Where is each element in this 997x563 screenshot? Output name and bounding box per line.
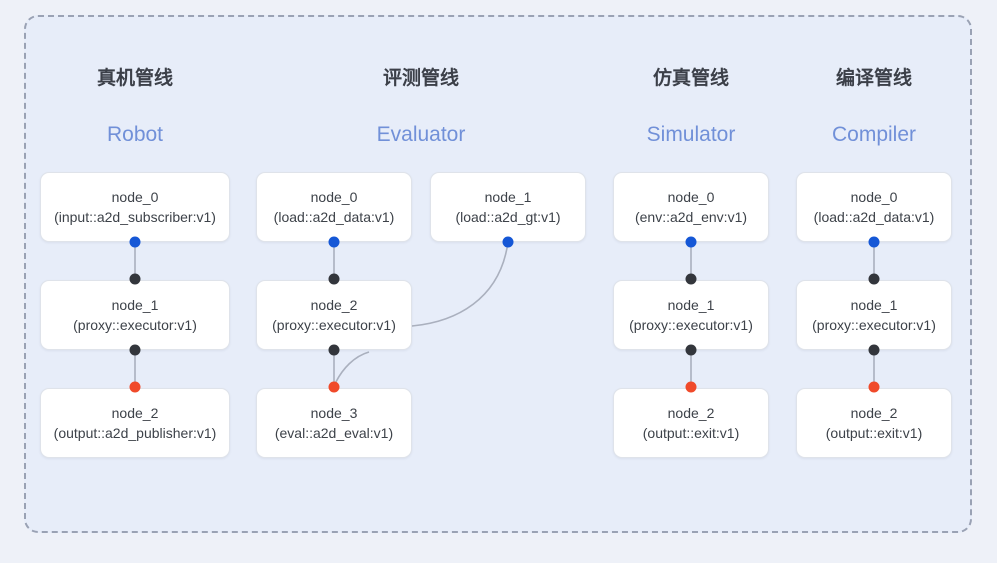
port-output-robot-0[interactable] xyxy=(129,236,141,248)
port-output-compiler-0[interactable] xyxy=(868,236,880,248)
port-input-simulator-1[interactable] xyxy=(685,273,697,285)
column-title-cn-simulator: 仿真管线 xyxy=(652,68,729,89)
node-name: node_2 xyxy=(310,297,358,313)
node-evaluator-1-gt[interactable]: node_1 (load::a2d_gt:v1) xyxy=(430,172,586,242)
node-spec: (load::a2d_gt:v1) xyxy=(455,209,561,225)
column-title-en-compiler: Compiler xyxy=(831,123,917,146)
node-spec: (proxy::executor:v1) xyxy=(629,317,753,333)
node-name: node_1 xyxy=(111,297,159,313)
node-spec: (output::a2d_publisher:v1) xyxy=(53,425,217,441)
node-name: node_0 xyxy=(111,189,159,205)
port-input-compiler-2[interactable] xyxy=(868,381,880,393)
node-spec: (output::exit:v1) xyxy=(642,425,740,441)
node-spec: (env::a2d_env:v1) xyxy=(634,209,748,225)
node-spec: (eval::a2d_eval:v1) xyxy=(274,425,394,441)
node-name: node_3 xyxy=(310,405,358,421)
port-input-compiler-1[interactable] xyxy=(868,273,880,285)
node-name: node_2 xyxy=(111,405,159,421)
node-name: node_2 xyxy=(667,405,715,421)
node-spec: (load::a2d_data:v1) xyxy=(813,209,935,225)
port-output-evaluator-1-gt[interactable] xyxy=(502,236,514,248)
node-spec: (proxy::executor:v1) xyxy=(272,317,396,333)
node-name: node_1 xyxy=(667,297,715,313)
node-robot-1[interactable]: node_1 (proxy::executor:v1) xyxy=(40,280,230,350)
node-compiler-1[interactable]: node_1 (proxy::executor:v1) xyxy=(796,280,952,350)
port-output-evaluator-0[interactable] xyxy=(328,236,340,248)
node-spec: (input::a2d_subscriber:v1) xyxy=(54,209,216,225)
node-name: node_0 xyxy=(667,189,715,205)
port-input-robot-2[interactable] xyxy=(129,381,141,393)
column-title-cn-robot: 真机管线 xyxy=(96,68,173,89)
node-name: node_1 xyxy=(484,189,532,205)
port-output-compiler-1[interactable] xyxy=(868,344,880,356)
node-name: node_1 xyxy=(850,297,898,313)
node-robot-0[interactable]: node_0 (input::a2d_subscriber:v1) xyxy=(40,172,230,242)
column-title-en-simulator: Simulator xyxy=(646,123,736,146)
port-output-simulator-0[interactable] xyxy=(685,236,697,248)
node-compiler-0[interactable]: node_0 (load::a2d_data:v1) xyxy=(796,172,952,242)
node-name: node_0 xyxy=(850,189,898,205)
port-input-evaluator-3[interactable] xyxy=(328,381,340,393)
port-input-evaluator-2[interactable] xyxy=(328,273,340,285)
node-simulator-2[interactable]: node_2 (output::exit:v1) xyxy=(613,388,769,458)
node-spec: (output::exit:v1) xyxy=(825,425,923,441)
port-output-evaluator-2[interactable] xyxy=(328,344,340,356)
node-spec: (proxy::executor:v1) xyxy=(73,317,197,333)
column-title-cn-evaluator: 评测管线 xyxy=(382,68,459,89)
column-title-en-evaluator: Evaluator xyxy=(376,123,466,146)
port-output-simulator-1[interactable] xyxy=(685,344,697,356)
port-output-robot-1[interactable] xyxy=(129,344,141,356)
column-title-cn-compiler: 编译管线 xyxy=(835,68,912,89)
port-input-simulator-2[interactable] xyxy=(685,381,697,393)
node-spec: (load::a2d_data:v1) xyxy=(273,209,395,225)
node-name: node_0 xyxy=(310,189,358,205)
column-title-en-robot: Robot xyxy=(106,123,164,146)
node-evaluator-3[interactable]: node_3 (eval::a2d_eval:v1) xyxy=(256,388,412,458)
port-input-robot-1[interactable] xyxy=(129,273,141,285)
node-simulator-0[interactable]: node_0 (env::a2d_env:v1) xyxy=(613,172,769,242)
node-evaluator-0[interactable]: node_0 (load::a2d_data:v1) xyxy=(256,172,412,242)
node-simulator-1[interactable]: node_1 (proxy::executor:v1) xyxy=(613,280,769,350)
node-compiler-2[interactable]: node_2 (output::exit:v1) xyxy=(796,388,952,458)
node-spec: (proxy::executor:v1) xyxy=(812,317,936,333)
node-robot-2[interactable]: node_2 (output::a2d_publisher:v1) xyxy=(40,388,230,458)
node-name: node_2 xyxy=(850,405,898,421)
node-evaluator-2[interactable]: node_2 (proxy::executor:v1) xyxy=(256,280,412,350)
